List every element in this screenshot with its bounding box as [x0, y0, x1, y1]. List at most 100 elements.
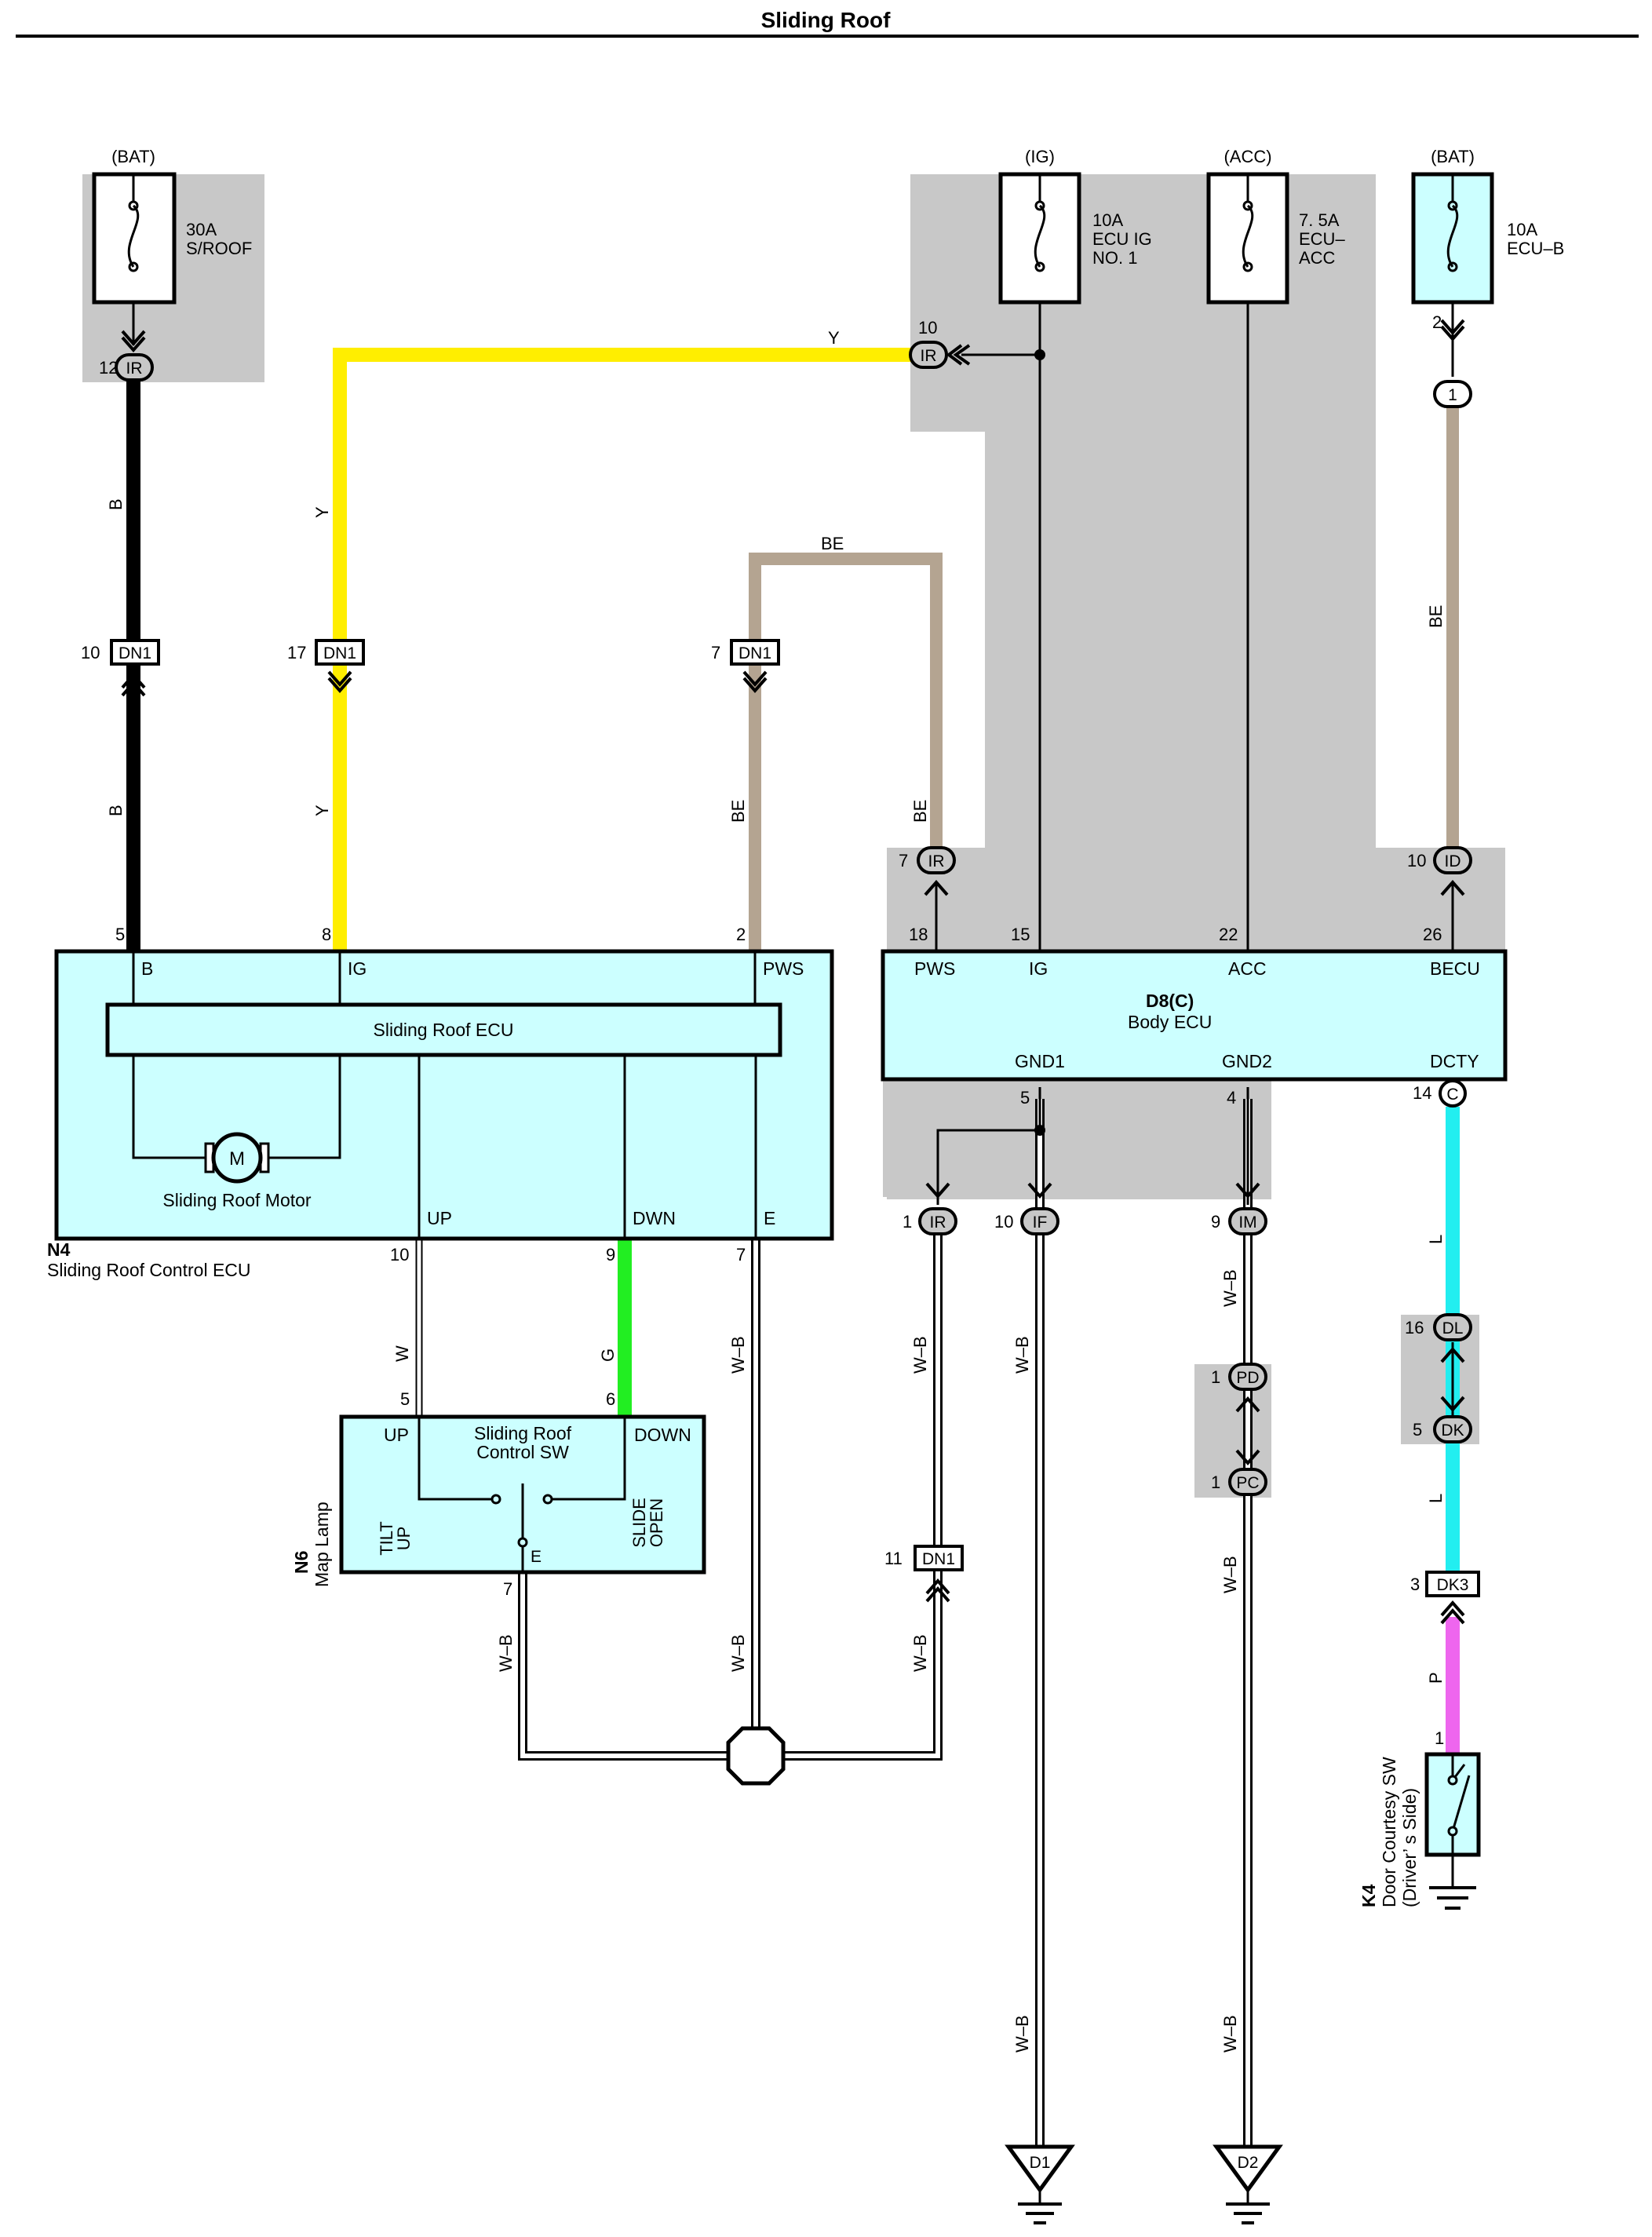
svg-text:DOWN: DOWN: [634, 1425, 691, 1445]
svg-text:5: 5: [400, 1389, 410, 1409]
connector-dn1-10: DN1 10: [81, 639, 160, 697]
svg-text:Y: Y: [312, 506, 332, 518]
connector-if-10: IF 10: [994, 1182, 1059, 1235]
svg-text:1: 1: [1435, 1728, 1444, 1748]
svg-text:1: 1: [1448, 386, 1457, 404]
svg-text:IG: IG: [348, 958, 367, 979]
svg-text:DCTY: DCTY: [1430, 1051, 1479, 1071]
svg-text:S/ROOF: S/ROOF: [186, 239, 252, 258]
svg-text:G: G: [598, 1348, 618, 1362]
svg-text:ECU–: ECU–: [1299, 229, 1345, 249]
svg-text:W–B: W–B: [1220, 1269, 1240, 1307]
svg-text:26: 26: [1423, 925, 1442, 944]
svg-text:SLIDE: SLIDE: [629, 1498, 649, 1548]
svg-text:Sliding Roof Motor: Sliding Roof Motor: [162, 1190, 312, 1210]
svg-text:BECU: BECU: [1430, 958, 1480, 979]
svg-text:IR: IR: [928, 852, 945, 870]
svg-text:W–B: W–B: [1220, 2015, 1240, 2053]
svg-text:W–B: W–B: [910, 1336, 930, 1374]
svg-text:ID: ID: [1445, 852, 1461, 870]
connector-dl-dk: DL DK 16 5: [1405, 1313, 1472, 1443]
svg-text:IM: IM: [1238, 1213, 1256, 1232]
svg-text:10: 10: [994, 1212, 1013, 1232]
svg-text:Sliding Roof ECU: Sliding Roof ECU: [374, 1020, 514, 1040]
svg-text:K4: K4: [1358, 1884, 1379, 1907]
svg-text:15: 15: [1011, 925, 1030, 944]
svg-text:ECU–B: ECU–B: [1507, 239, 1564, 258]
svg-text:PWS: PWS: [763, 958, 804, 979]
svg-text:W: W: [392, 1345, 412, 1362]
svg-text:IG: IG: [1029, 958, 1048, 979]
svg-text:UP: UP: [394, 1527, 414, 1551]
fuse-ig-ecu-ig: (IG) 10A ECU IG NO. 1: [998, 147, 1152, 305]
svg-text:Y: Y: [828, 328, 840, 348]
n4-name: Sliding Roof Control ECU: [47, 1260, 251, 1280]
svg-text:Door Courtesy SW: Door Courtesy SW: [1379, 1757, 1399, 1907]
connector-ir-10: IR 10: [909, 318, 971, 369]
svg-text:W–B: W–B: [728, 1336, 748, 1374]
svg-text:2: 2: [736, 925, 746, 944]
svg-text:1: 1: [1211, 1472, 1220, 1492]
splice-point: [726, 1726, 786, 1786]
svg-text:UP: UP: [427, 1208, 452, 1228]
svg-text:11: 11: [884, 1549, 903, 1568]
svg-text:5: 5: [1413, 1420, 1422, 1440]
svg-text:IR: IR: [930, 1213, 946, 1232]
svg-text:1: 1: [903, 1212, 912, 1232]
svg-text:Map Lamp: Map Lamp: [312, 1502, 332, 1587]
svg-text:12: 12: [99, 358, 118, 378]
svg-text:10A: 10A: [1507, 220, 1537, 239]
svg-text:10: 10: [918, 318, 937, 338]
svg-text:IF: IF: [1033, 1213, 1048, 1232]
svg-text:30A: 30A: [186, 220, 217, 239]
svg-text:(ACC): (ACC): [1224, 147, 1271, 166]
svg-text:18: 18: [909, 925, 928, 944]
connector-pd-pc: PD PC 1 1: [1211, 1363, 1267, 1496]
svg-text:ACC: ACC: [1228, 958, 1267, 979]
svg-text:ECU IG: ECU IG: [1092, 229, 1152, 249]
component-n4: Sliding Roof ECU M Sliding Roof Motor B …: [47, 925, 834, 1280]
wire-be-pws: [749, 553, 943, 951]
svg-text:D1: D1: [1030, 2154, 1051, 2172]
svg-text:W–B: W–B: [728, 1634, 748, 1672]
svg-text:10: 10: [390, 1245, 409, 1264]
svg-text:C: C: [1446, 1086, 1458, 1104]
fuse-acc-ecu-acc: (ACC) 7. 5A ECU– ACC: [1206, 147, 1345, 305]
connector-dk3-3: DK3 3: [1410, 1571, 1480, 1625]
svg-text:BE: BE: [821, 534, 844, 553]
connector-ir-12: IR 12: [99, 330, 154, 381]
connector-ir-1: IR 1: [903, 1182, 957, 1235]
svg-text:7: 7: [736, 1245, 746, 1264]
svg-text:W–B: W–B: [1012, 1336, 1032, 1374]
component-d8-body-ecu: PWS IG ACC BECU D8(C) Body ECU GND1 GND2…: [881, 925, 1508, 1108]
svg-text:B: B: [141, 958, 153, 979]
svg-text:BE: BE: [910, 800, 930, 823]
svg-text:(BAT): (BAT): [111, 147, 155, 166]
svg-text:22: 22: [1219, 925, 1238, 944]
svg-text:7. 5A: 7. 5A: [1299, 210, 1340, 230]
connector-ir-7: IR 7: [899, 846, 956, 951]
svg-text:W–B: W–B: [496, 1634, 516, 1672]
svg-text:Sliding Roof: Sliding Roof: [474, 1423, 572, 1443]
svg-text:DN1: DN1: [738, 644, 771, 662]
svg-text:DWN: DWN: [633, 1208, 676, 1228]
svg-text:B: B: [106, 805, 126, 816]
wire-y-yellow: [333, 348, 914, 951]
svg-text:14: 14: [1413, 1083, 1431, 1103]
connector-1-ecub: 1 2: [1432, 312, 1472, 408]
svg-text:10A: 10A: [1092, 210, 1123, 230]
connector-dn1-11: DN1 11: [884, 1545, 964, 1603]
connector-c-14: C: [1439, 1079, 1467, 1108]
connector-id-10: ID 10: [1407, 846, 1472, 951]
svg-text:UP: UP: [384, 1425, 409, 1445]
n4-code: N4: [47, 1239, 71, 1260]
svg-text:PC: PC: [1236, 1474, 1259, 1492]
svg-text:3: 3: [1410, 1575, 1420, 1594]
svg-text:BE: BE: [728, 800, 748, 823]
svg-text:DK3: DK3: [1437, 1576, 1469, 1594]
svg-text:IR: IR: [921, 347, 937, 365]
svg-text:W–B: W–B: [910, 1634, 930, 1672]
svg-text:17: 17: [287, 643, 306, 662]
svg-text:N6: N6: [291, 1551, 312, 1574]
